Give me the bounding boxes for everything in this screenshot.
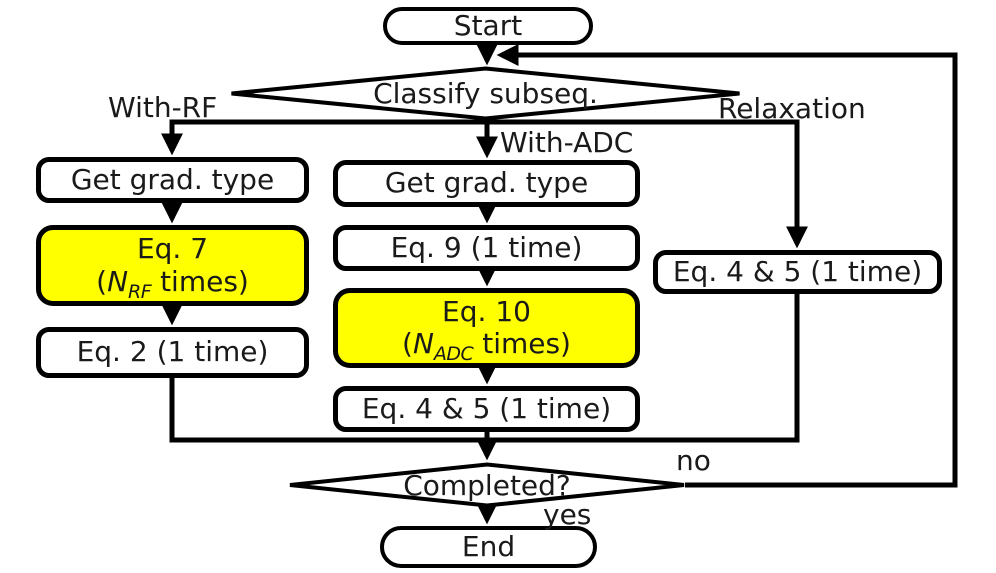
start-node: Start <box>383 7 593 45</box>
edge-branch-with-rf <box>160 119 489 156</box>
end-label: End <box>461 529 516 563</box>
eq10-box: Eq. 10 (NADC times) <box>333 288 640 368</box>
eq10-variable: N <box>412 327 434 360</box>
relaxation-label: Relaxation <box>718 92 866 125</box>
eq7-paren-open: ( <box>96 264 108 298</box>
eq45-mid-box: Eq. 4 & 5 (1 time) <box>333 386 640 432</box>
eq7-times-text: times) <box>151 264 249 298</box>
eq45-mid-label: Eq. 4 & 5 (1 time) <box>361 391 612 425</box>
get-grad-type-mid-box: Get grad. type <box>333 160 640 207</box>
with-adc-label: With-ADC <box>500 126 634 159</box>
eq10-paren-open: ( <box>402 327 413 360</box>
eq9-box: Eq. 9 (1 time) <box>333 225 640 271</box>
no-label: no <box>676 444 711 477</box>
eq10-repeat-count: (NADC times) <box>402 327 571 365</box>
completed-decision: Completed? <box>287 462 687 508</box>
eq45-right-box: Eq. 4 & 5 (1 time) <box>653 250 942 294</box>
yes-label: yes <box>543 498 592 531</box>
get-grad-type-mid-label: Get grad. type <box>384 166 589 200</box>
eq7-variable: N <box>107 264 129 298</box>
eq7-title: Eq. 7 <box>136 232 209 266</box>
eq7-repeat-count: (NRF times) <box>96 264 249 303</box>
with-rf-label: With-RF <box>108 91 218 124</box>
end-node: End <box>380 526 597 568</box>
classify-diamond-shape <box>231 66 740 121</box>
eq2-box: Eq. 2 (1 time) <box>36 327 309 378</box>
eq10-subscript: ADC <box>433 343 474 365</box>
eq10-times-text: times) <box>473 327 571 360</box>
eq7-subscript: RF <box>128 280 152 303</box>
edge-right-converge <box>487 293 800 443</box>
start-label: Start <box>453 8 523 42</box>
edge-branch-relaxation <box>485 119 809 249</box>
edge-left-converge <box>169 377 487 443</box>
eq45-right-label: Eq. 4 & 5 (1 time) <box>672 254 923 288</box>
edge-no-loop <box>496 43 958 488</box>
classify-decision: Classify subseq. <box>228 66 743 121</box>
classify-label: Classify subseq. <box>373 77 598 110</box>
eq7-box: Eq. 7 (NRF times) <box>36 225 309 306</box>
eq10-title: Eq. 10 <box>442 294 531 328</box>
get-grad-type-left-box: Get grad. type <box>36 157 309 203</box>
eq9-label: Eq. 9 (1 time) <box>390 230 583 264</box>
completed-label: Completed? <box>403 468 571 502</box>
get-grad-type-left-label: Get grad. type <box>70 162 275 196</box>
eq2-label: Eq. 2 (1 time) <box>76 335 269 369</box>
